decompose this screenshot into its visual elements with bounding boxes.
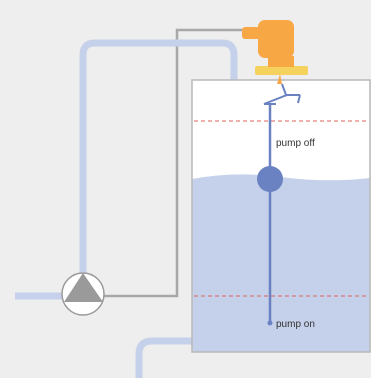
- float-switch: [257, 83, 301, 326]
- outlet-pipe: [135, 337, 195, 378]
- sensor-cable-gland: [242, 27, 260, 39]
- centrifugal-pump-icon: [61, 272, 105, 316]
- sensor-neck: [268, 56, 294, 67]
- pump-on-label: pump on: [276, 319, 315, 330]
- sensor-housing: [258, 20, 294, 58]
- sensor-flange: [255, 66, 308, 75]
- pump-off-label: pump off: [276, 138, 315, 149]
- pump-triangle: [64, 273, 103, 302]
- float-rod-end: [267, 320, 273, 326]
- liquid-fill: [192, 174, 370, 352]
- float-arm: [263, 83, 301, 105]
- signal-cable: [104, 28, 242, 298]
- float-switch-sensor-icon: [242, 20, 308, 84]
- float-ball-icon: [257, 166, 283, 192]
- inlet-pipe: [15, 39, 238, 300]
- sensor-pin: [277, 74, 282, 84]
